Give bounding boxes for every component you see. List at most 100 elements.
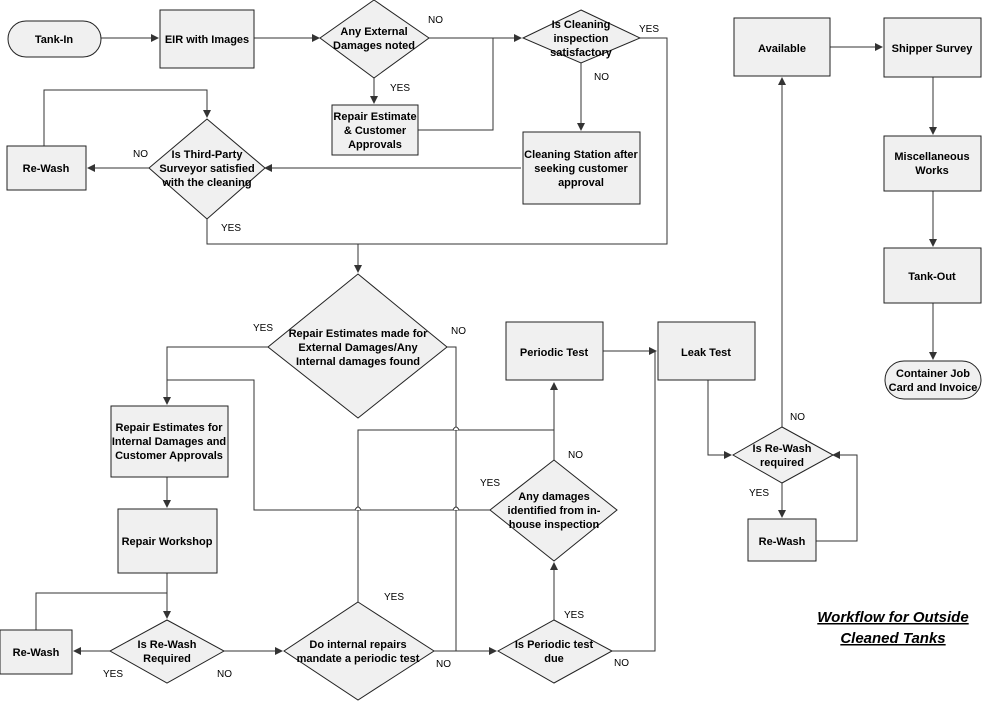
inhouse-yes-label: YES [480, 478, 500, 489]
inhouse-no-label: NO [568, 450, 583, 461]
damages-inhouse-decision[interactable] [489, 459, 618, 562]
internal-yes-label: YES [384, 592, 404, 603]
periodic-test-node[interactable] [505, 321, 604, 381]
node-label-line: due [544, 653, 564, 665]
node-label-line: Internal damages found [296, 356, 420, 368]
internal-no-label: NO [436, 659, 451, 670]
ext-damage-yes-label: YES [390, 83, 410, 94]
surveyor-yes-label: YES [221, 223, 241, 234]
node-label-line: Any External [340, 26, 407, 38]
rewash-bottom-label: Re-Wash [13, 647, 60, 659]
node-label-line: Is Re-Wash [753, 443, 812, 455]
repair-est-internal-node[interactable] [110, 405, 229, 478]
rewash-right-label: Re-Wash [759, 536, 806, 548]
surveyor-no-label: NO [133, 149, 148, 160]
leak-test-label: Leak Test [681, 347, 731, 359]
rewash-required-bottom-decision[interactable] [108, 619, 226, 684]
node-label-line: house inspection [509, 519, 600, 531]
rewash-required-right-decision[interactable] [731, 426, 835, 484]
node-label-line: Repair Workshop [122, 536, 213, 548]
rewash-top-node[interactable] [6, 145, 87, 191]
node-label-line: mandate a periodic test [297, 653, 420, 665]
node-label-line: Is Third-Party [172, 149, 244, 161]
node-label-line: Repair Estimate [333, 111, 416, 123]
node-label-line: Leak Test [681, 347, 731, 359]
node-label-line: Approvals [348, 139, 402, 151]
internal-repairs-periodic-decision[interactable] [283, 601, 435, 701]
node-label-line: Internal Damages and [112, 436, 226, 448]
node-label-line: Is Periodic test [515, 639, 594, 651]
node-label-line: Tank-In [35, 34, 74, 46]
tank-in-node[interactable] [7, 20, 102, 58]
misc-works-node[interactable] [883, 135, 982, 192]
rewash-right-node[interactable] [747, 518, 817, 562]
cleaning-ok-decision[interactable] [521, 9, 642, 64]
repair-estimate-approvals-node[interactable] [331, 104, 419, 156]
ext-damage-no-label: NO [428, 15, 443, 26]
available-label: Available [758, 43, 806, 55]
node-label-line: Tank-Out [908, 271, 956, 283]
line-hop [354, 506, 362, 511]
job-card-node[interactable] [884, 360, 982, 400]
node-label-line: Card and Invoice [889, 382, 978, 394]
cleaning-station-node[interactable] [522, 131, 641, 205]
eir-images-node[interactable] [159, 9, 255, 69]
node-label-line: Is Re-Wash [138, 639, 197, 651]
tank-in-label: Tank-In [35, 34, 74, 46]
node-label-line: Miscellaneous [894, 151, 969, 163]
estimates-no-label: NO [451, 326, 466, 337]
rewash-bottom-yes-label: YES [103, 669, 123, 680]
node-label-line: Container Job [896, 368, 970, 380]
surveyor-ok-decision[interactable] [148, 118, 266, 220]
line-hop [452, 426, 460, 431]
title-line-2: Cleaned Tanks [840, 630, 945, 647]
edge-inhouse-yes [167, 379, 490, 511]
node-label-line: EIR with Images [165, 34, 249, 46]
node-label-line: seeking customer [534, 163, 628, 175]
node-label-line: & Customer [344, 125, 407, 137]
edges [35, 34, 937, 655]
rewash-right-yes-label: YES [749, 488, 769, 499]
periodic-due-decision[interactable] [496, 619, 614, 684]
node-label-line: identified from in- [508, 505, 601, 517]
node-label-line: Customer Approvals [115, 450, 223, 462]
leak-test-node[interactable] [657, 321, 756, 381]
node-label-line: Damages noted [333, 40, 415, 52]
edge-estimates-yes [163, 346, 268, 405]
node-label-line: Is Cleaning [552, 19, 611, 31]
title-line-1: Workflow for Outside [817, 609, 968, 626]
repair-workshop-node[interactable] [117, 508, 218, 574]
edge-cleaning-yes-merge [206, 37, 668, 245]
tank-out-node[interactable] [883, 247, 982, 304]
shipper-survey-node[interactable] [883, 17, 982, 78]
node-label-line: with the cleaning [161, 177, 251, 189]
periodic-no-label: NO [614, 658, 629, 669]
tank-out-label: Tank-Out [908, 271, 956, 283]
repair-estimates-made-decision[interactable] [267, 273, 448, 419]
node-label-line: Cleaning Station after [524, 149, 638, 161]
edge-leaktest-rewashq [707, 380, 732, 459]
available-node[interactable] [733, 17, 831, 77]
node-label-line: inspection [553, 33, 608, 45]
repair-workshop-label: Repair Workshop [122, 536, 213, 548]
cleaning-no-label: NO [594, 72, 609, 83]
line-hop [452, 506, 460, 511]
node-label-line: External Damages/Any [298, 342, 418, 354]
edge-repairest-cleaning [418, 38, 494, 131]
rewash-bottom-node[interactable] [0, 629, 73, 675]
ext-damage-decision[interactable] [319, 0, 430, 79]
rewash-top-label: Re-Wash [23, 163, 70, 175]
periodic-test-label: Periodic Test [520, 347, 589, 359]
